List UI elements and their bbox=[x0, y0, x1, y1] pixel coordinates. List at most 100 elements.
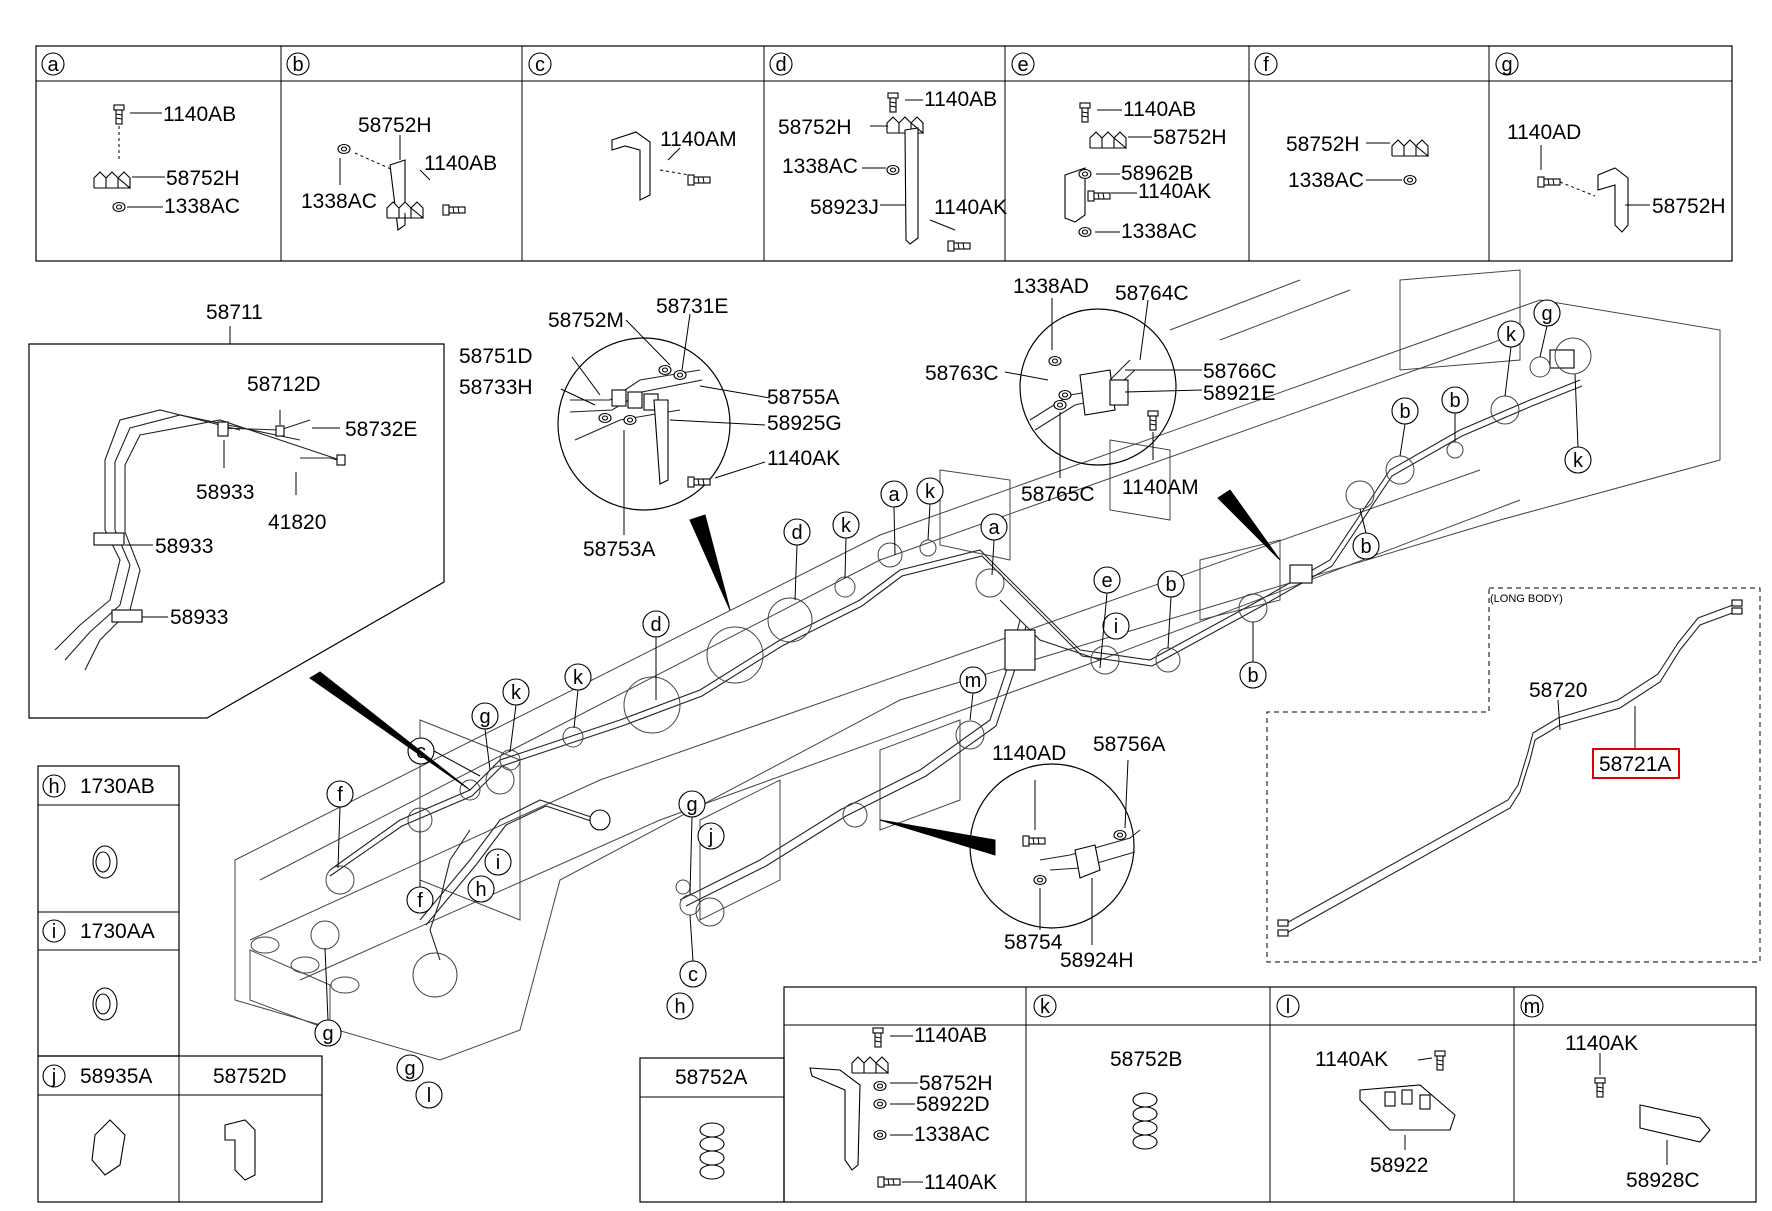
part-label: 1338AC bbox=[164, 195, 240, 218]
cell-e: 1140AB 58752H 58962B 1140AK 1338AC bbox=[1064, 98, 1227, 243]
assembly-58711: 58711 58712D 58732E 58933 41820 58933 58… bbox=[28, 301, 445, 719]
part-label: 58933 bbox=[170, 606, 228, 629]
part-label: 1338AC bbox=[1288, 169, 1364, 192]
callout-a: a bbox=[47, 54, 59, 76]
cell-g: 1140AD 58752H bbox=[1507, 121, 1726, 233]
part-label: 58752B bbox=[1110, 1048, 1182, 1071]
part-label: 1140AM bbox=[660, 128, 737, 151]
part-label: 58733H bbox=[459, 376, 533, 399]
part-label: 1730AA bbox=[80, 920, 155, 943]
top-headers: a b c d e f g bbox=[41, 52, 1519, 76]
long-body-title: (LONG BODY) bbox=[1490, 593, 1563, 605]
highlight-box bbox=[1592, 748, 1680, 779]
callout-g: g bbox=[1501, 54, 1512, 76]
svg-text:b: b bbox=[1449, 390, 1460, 412]
svg-text:i: i bbox=[52, 921, 56, 943]
svg-text:a: a bbox=[888, 484, 900, 506]
part-label: 58755A bbox=[767, 386, 839, 409]
detail-bottom: 1140AD 58756A 58754 58924H bbox=[969, 733, 1165, 972]
callout-f: f bbox=[1263, 54, 1269, 76]
svg-text:i: i bbox=[496, 852, 500, 874]
callout-e: e bbox=[1017, 54, 1028, 76]
part-label: 58752H bbox=[778, 116, 852, 139]
part-label: 58766C bbox=[1203, 360, 1277, 383]
part-label: 58720 bbox=[1529, 679, 1587, 702]
svg-text:j: j bbox=[51, 1066, 56, 1088]
part-label: 1338AD bbox=[1013, 275, 1089, 298]
part-label: 58752M bbox=[548, 309, 624, 332]
part-label: 1730AB bbox=[80, 775, 155, 798]
part-label: 1140AK bbox=[767, 447, 840, 470]
svg-text:f: f bbox=[417, 890, 423, 912]
part-label: 58751D bbox=[459, 345, 533, 368]
part-label: 58732E bbox=[345, 418, 417, 441]
part-label: 58928C bbox=[1626, 1169, 1700, 1192]
bottom-table: 58752A 1140AB 58752H 58922D 1338AC 1140A… bbox=[639, 986, 1757, 1203]
svg-text:f: f bbox=[337, 784, 343, 806]
svg-text:g: g bbox=[322, 1023, 333, 1045]
part-label: 1338AC bbox=[1121, 220, 1197, 243]
svg-text:k: k bbox=[1040, 996, 1051, 1018]
part-label: 1140AD bbox=[992, 742, 1066, 765]
svg-text:h: h bbox=[674, 996, 685, 1018]
detail-front: 58752M 58731E 58751D 58733H 58755A 58925… bbox=[459, 295, 842, 561]
part-label: 1338AC bbox=[914, 1123, 990, 1146]
svg-text:g: g bbox=[404, 1058, 415, 1080]
part-label: 58765C bbox=[1021, 483, 1095, 506]
cell-d: 1140AB 58752H 1338AC 58923J 1140AK bbox=[778, 88, 1007, 252]
chassis-callouts: a k a d k d k k g c f f h i g g l e b b … bbox=[314, 299, 1592, 1109]
magnifier-pointers bbox=[309, 489, 1281, 856]
part-label: 58712D bbox=[247, 373, 321, 396]
svg-text:h: h bbox=[48, 776, 59, 798]
part-label: 1140AD bbox=[1507, 121, 1581, 144]
svg-text:l: l bbox=[427, 1085, 431, 1107]
svg-text:d: d bbox=[650, 614, 661, 636]
part-label: 1140AB bbox=[1123, 98, 1196, 121]
part-label: 58922 bbox=[1370, 1154, 1428, 1177]
part-label: 58752D bbox=[213, 1065, 287, 1088]
svg-text:k: k bbox=[925, 481, 936, 503]
svg-text:b: b bbox=[1165, 574, 1176, 596]
part-label: 41820 bbox=[268, 511, 326, 534]
svg-text:g: g bbox=[686, 794, 697, 816]
svg-text:l: l bbox=[1286, 996, 1290, 1018]
callout-b: b bbox=[292, 54, 303, 76]
svg-text:g: g bbox=[1541, 303, 1552, 325]
part-label: 58925G bbox=[767, 412, 842, 435]
part-label: 1338AC bbox=[782, 155, 858, 178]
part-label: 58922D bbox=[916, 1093, 990, 1116]
part-label: 58752H bbox=[1286, 133, 1360, 156]
svg-text:k: k bbox=[573, 667, 584, 689]
part-label: 58935A bbox=[80, 1065, 152, 1088]
part-label: 58752A bbox=[675, 1066, 747, 1089]
part-label: 58933 bbox=[155, 535, 213, 558]
part-label-highlighted: 58721A bbox=[1599, 753, 1671, 776]
part-label: 58921E bbox=[1203, 382, 1275, 405]
svg-text:b: b bbox=[1247, 665, 1258, 687]
svg-text:e: e bbox=[1101, 570, 1112, 592]
part-label: 58752H bbox=[166, 167, 240, 190]
svg-text:k: k bbox=[1506, 324, 1517, 346]
cell-c: 1140AM bbox=[611, 128, 737, 201]
part-label: 1140AK bbox=[1138, 180, 1211, 203]
chassis-frame bbox=[234, 269, 1721, 1061]
callout-d: d bbox=[775, 54, 786, 76]
part-label: 58752H bbox=[358, 114, 432, 137]
part-label: 58924H bbox=[1060, 949, 1134, 972]
svg-text:g: g bbox=[479, 706, 490, 728]
part-label: 1140AB bbox=[914, 1024, 987, 1047]
long-body-panel: (LONG BODY) 58720 58721A bbox=[1266, 587, 1761, 963]
callout-leaders bbox=[324, 325, 1579, 1021]
part-label: 1140AK bbox=[934, 196, 1007, 219]
svg-text:h: h bbox=[475, 879, 486, 901]
part-label: 1140AK bbox=[1315, 1048, 1388, 1071]
part-label: 58752H bbox=[919, 1072, 993, 1095]
left-table: h 1730AB i 1730AA j 58935A 58752D bbox=[37, 765, 323, 1203]
callout-c: c bbox=[535, 54, 545, 76]
part-label: 1140AB bbox=[924, 88, 997, 111]
part-label: 58923J bbox=[810, 196, 879, 219]
part-label: 1140AK bbox=[1565, 1032, 1638, 1055]
part-label: 58753A bbox=[583, 538, 655, 561]
detail-top: 1338AD 58764C 58763C 58766C 58921E 58765… bbox=[925, 275, 1277, 506]
